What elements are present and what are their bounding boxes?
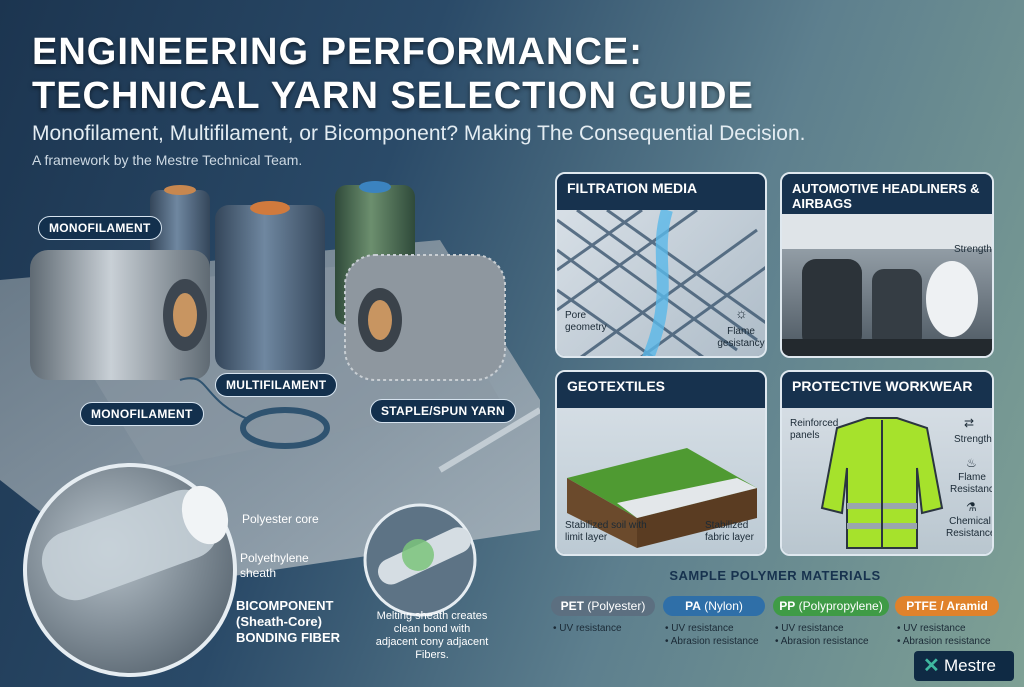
title-line-2: TECHNICAL YARN SELECTION GUIDE [32, 75, 754, 117]
material-name: (Polypropylene) [798, 599, 883, 613]
flame-icon: ☼ [735, 305, 748, 321]
mesh-illustration [557, 210, 765, 356]
filtration-card-title: FILTRATION MEDIA [557, 174, 765, 210]
material-props-pa: • UV resistance • Abrasion resistance [665, 622, 759, 648]
car-interior-illustration [782, 214, 992, 356]
flame-gesistancy-label: Flame gesistancy [717, 326, 765, 349]
flame-icon: ♨ [966, 456, 977, 470]
stabilized-fabric-label: Stabilized fabric layer [705, 520, 754, 543]
prop-item: • Abrasion resistance [665, 636, 759, 647]
workwear-card-title: PROTECTIVE WORKWEAR [782, 372, 992, 408]
workwear-card: PROTECTIVE WORKWEAR Reinforced panels ⇄ … [780, 370, 994, 556]
thread-coil [240, 407, 330, 449]
soil-layer-illustration [567, 448, 757, 548]
title-line-1: ENGINEERING PERFORMANCE: [32, 31, 643, 73]
jacket-illustration [820, 417, 944, 549]
page-subtitle: Monofilament, Multifilament, or Bicompon… [32, 122, 806, 145]
materials-section: SAMPLE POLYMER MATERIALS PET (Polyester)… [545, 562, 1005, 672]
brand-x-icon: ✕ [923, 655, 940, 677]
monofilament-spool [30, 250, 210, 380]
flame-resistance-label: Flame Resistance [950, 472, 994, 495]
material-name: (Polyester) [587, 599, 646, 613]
chemical-icon: ⚗ [966, 500, 977, 514]
material-props-pp: • UV resistance • Abrasion resistance [775, 622, 869, 648]
prop-item: • Abrasion resistance [897, 636, 991, 647]
material-abbr: PET [560, 599, 584, 613]
bicomponent-title-1: BICOMPONENT [236, 598, 334, 613]
automotive-card-title: AUTOMOTIVE HEADLINERS & AIRBAGS [782, 174, 992, 214]
monofilament-callout-top: MONOFILAMENT [38, 216, 162, 240]
prop-item: • UV resistance [553, 623, 622, 634]
multifilament-callout: MULTIFILAMENT [215, 373, 338, 397]
multifilament-spool [215, 205, 325, 370]
material-props-ptfe: • UV resistance • Abrasion resistance [897, 622, 991, 648]
pore-geometry-label: Pore geometry [565, 310, 607, 333]
prop-item: • UV resistance [897, 623, 966, 634]
material-abbr: PA [685, 599, 701, 613]
material-abbr: PTFE / Aramid [906, 599, 988, 613]
material-abbr: PP [779, 599, 796, 613]
geotextiles-card-title: GEOTEXTILES [557, 372, 765, 408]
chemical-resistance-label: Chemical Resistance [946, 516, 994, 539]
material-name: (Nylon) [704, 599, 743, 613]
automotive-card: AUTOMOTIVE HEADLINERS & AIRBAGS Strength [780, 172, 994, 358]
brand-logo: ✕ Mestre [914, 651, 1014, 681]
material-pill-ptfe: PTFE / Aramid [895, 596, 999, 616]
stabilized-soil-label: Stabilized soil with limit layer [565, 520, 647, 543]
yarn-scene: MONOFILAMENT MONOFILAMENT MULTIFILAMENT … [0, 170, 540, 687]
material-pill-pp: PP (Polypropylene) [773, 596, 889, 616]
byline: A framework by the Mestre Technical Team… [32, 152, 303, 168]
geotextiles-card: GEOTEXTILES Stabilized soil with limit l… [555, 370, 767, 556]
filtration-card: FILTRATION MEDIA Pore geometry ☼ Flame g… [555, 172, 767, 358]
monofilament-callout-bottom: MONOFILAMENT [80, 402, 204, 426]
melt-note: Melting sheath creates clean bond with a… [375, 610, 489, 661]
brand-name: Mestre [944, 656, 996, 675]
material-pill-pet: PET (Polyester) [551, 596, 655, 616]
polyester-core-label: Polyester core [242, 512, 319, 526]
prop-item: • UV resistance [775, 623, 844, 634]
prop-item: • UV resistance [665, 623, 734, 634]
strength-icon: ⇄ [964, 416, 975, 430]
strength-label: Strength [954, 434, 992, 445]
bicomponent-title-2: (Sheath-Core) [236, 614, 322, 629]
material-props-pet: • UV resistance [553, 622, 622, 635]
strength-label: Strength [954, 244, 992, 255]
material-pill-pa: PA (Nylon) [663, 596, 765, 616]
prop-item: • Abrasion resistance [775, 636, 869, 647]
bicomponent-title: BICOMPONENT (Sheath-Core) BONDING FIBER [236, 598, 340, 646]
bicomponent-title-3: BONDING FIBER [236, 630, 340, 645]
polyethylene-sheath-label: Polyethylene sheath [240, 551, 309, 580]
reinforced-panels-label: Reinforced panels [790, 418, 839, 441]
page-title: ENGINEERING PERFORMANCE: TECHNICAL YARN … [32, 30, 754, 118]
materials-title: SAMPLE POLYMER MATERIALS [669, 568, 881, 583]
staple-yarn-callout: STAPLE/SPUN YARN [370, 399, 516, 423]
